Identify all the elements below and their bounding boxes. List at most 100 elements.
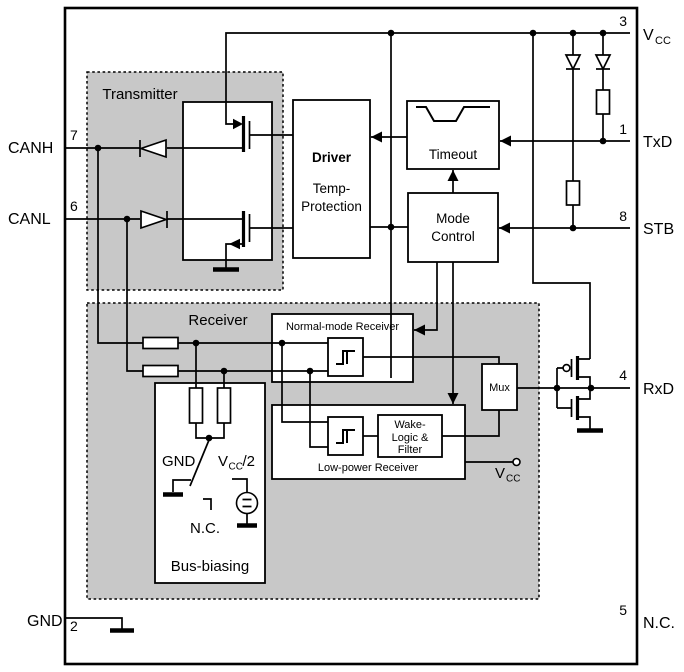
pmos-gate-bubble-icon <box>562 363 571 373</box>
normal-comparator-box <box>327 337 364 377</box>
open-terminal-icon <box>512 457 521 467</box>
pin-txd-label: TxD <box>643 134 672 151</box>
canh-diode-icon <box>138 138 167 159</box>
mode-control-to-timeout-wire <box>447 170 459 193</box>
wake-logic-line1: Wake- <box>394 419 426 431</box>
diode-icon <box>564 54 582 71</box>
pin-canh-number: 7 <box>70 127 78 143</box>
switch-nc-contact-icon <box>203 498 212 510</box>
mode-control-to-low-power-receiver-wire <box>447 262 459 404</box>
low-power-receiver-label: Low-power Receiver <box>318 462 419 474</box>
transmitter-output-stage-box <box>182 101 273 261</box>
vcc-terminal-label: V <box>495 465 505 482</box>
nmos-icon <box>570 388 591 429</box>
low-power-comparator-input-wires <box>281 343 328 448</box>
switch-gnd-label: GND <box>162 453 196 470</box>
pin-rxd-label: RxD <box>643 381 674 398</box>
timeout-box <box>406 100 500 170</box>
gnd-pin-wire <box>66 617 134 633</box>
mode-control-line2: Control <box>431 229 475 244</box>
wake-logic-to-mux-wire <box>442 410 500 437</box>
bus-biasing-label: Bus-biasing <box>171 558 249 575</box>
wake-logic-filter-box <box>377 414 443 458</box>
low-side-mosfet-icon <box>213 211 293 272</box>
low-power-comparator-box <box>327 416 364 456</box>
high-side-mosfet-icon <box>241 116 293 152</box>
pin-stb-label: STB <box>643 221 674 238</box>
stb-arrow-icon <box>499 222 510 234</box>
hysteresis-icon <box>336 350 355 365</box>
canl-receiver-branch <box>126 219 328 378</box>
pin-vcc-number: 3 <box>619 13 627 29</box>
switch-vcc-half-label: V <box>218 453 228 470</box>
pin-gnd-number: 2 <box>70 618 78 634</box>
switch-lever-icon <box>189 439 210 487</box>
receiver-title: Receiver <box>188 312 247 329</box>
pin-txd-number: 1 <box>619 121 627 137</box>
resistor-icon <box>142 336 179 350</box>
pin-stb-number: 8 <box>619 208 627 224</box>
switch-vcc-half-rest: /2 <box>243 453 256 470</box>
normal-receiver-arrow-icon <box>414 324 425 336</box>
switch-vcc-half-sub: CC <box>229 462 243 473</box>
normal-receiver-to-mux-wire <box>363 356 500 364</box>
low-power-vcc-terminal <box>465 457 521 467</box>
bus-bias-resistors <box>188 343 232 439</box>
timeout-to-driver-wire <box>371 131 407 143</box>
resistor-icon <box>142 364 179 378</box>
txd-arrow-icon <box>500 135 511 147</box>
canh-receiver-branch <box>97 148 328 350</box>
pmos-icon <box>570 356 591 388</box>
stb-wire <box>499 222 630 234</box>
transmitter-title: Transmitter <box>102 86 177 103</box>
resistor-icon <box>188 387 204 424</box>
chip-outline <box>63 6 639 666</box>
mode-control-to-normal-receiver-wire <box>414 262 438 336</box>
driver-temp-line1: Temp- <box>313 181 351 196</box>
mode-control-line1: Mode <box>436 211 470 226</box>
driver-title: Driver <box>312 150 352 165</box>
driver-arrow-icon <box>371 131 382 143</box>
canh-wire <box>66 138 242 159</box>
hysteresis-icon <box>336 429 355 444</box>
wake-logic-line3: Filter <box>398 444 423 456</box>
junction-dots <box>94 29 607 442</box>
pin-gnd-label: GND <box>27 613 63 630</box>
pin-canl-number: 6 <box>70 198 78 214</box>
vcc-to-output-stage-wire <box>532 33 591 359</box>
timeout-arrow-icon <box>447 170 459 181</box>
pin-nc-number: 5 <box>619 602 627 618</box>
bias-switch <box>163 439 259 528</box>
wake-logic-line2: Logic & <box>392 432 429 444</box>
pin-rxd-number: 4 <box>619 367 627 383</box>
timeout-label: Timeout <box>429 147 478 162</box>
timeout-pulse-icon <box>416 106 490 122</box>
low-power-arrow-icon <box>447 393 459 404</box>
pin-canh-label: CANH <box>8 140 53 157</box>
resistor-icon <box>595 89 611 115</box>
rxd-output-stage <box>556 356 603 433</box>
resistor-icon <box>565 180 581 206</box>
vcc-rail-wire <box>225 32 630 130</box>
driver-box <box>292 99 371 259</box>
nmos-source-arrow-icon <box>229 238 240 250</box>
pmos-source-arrow-icon <box>233 118 243 130</box>
switch-nc-label: N.C. <box>190 520 220 537</box>
canl-wire <box>66 209 242 230</box>
canl-diode-icon <box>140 209 169 230</box>
stb-pullup-branch <box>564 33 582 228</box>
txd-wire <box>500 135 630 147</box>
bus-biasing-box <box>154 382 266 584</box>
driver-temp-line2: Protection <box>301 199 362 214</box>
vcc-terminal-label-sub: CC <box>506 474 520 485</box>
txd-pullup-branch <box>594 33 612 141</box>
mode-control-box <box>407 192 499 263</box>
normal-mode-receiver-label: Normal-mode Receiver <box>286 321 399 333</box>
pin-vcc-label: V <box>643 27 654 44</box>
pin-nc-label: N.C. <box>643 615 675 632</box>
pin-vcc-label-sub: CC <box>655 35 671 47</box>
mux-label: Mux <box>489 382 510 394</box>
resistor-icon <box>216 387 232 424</box>
